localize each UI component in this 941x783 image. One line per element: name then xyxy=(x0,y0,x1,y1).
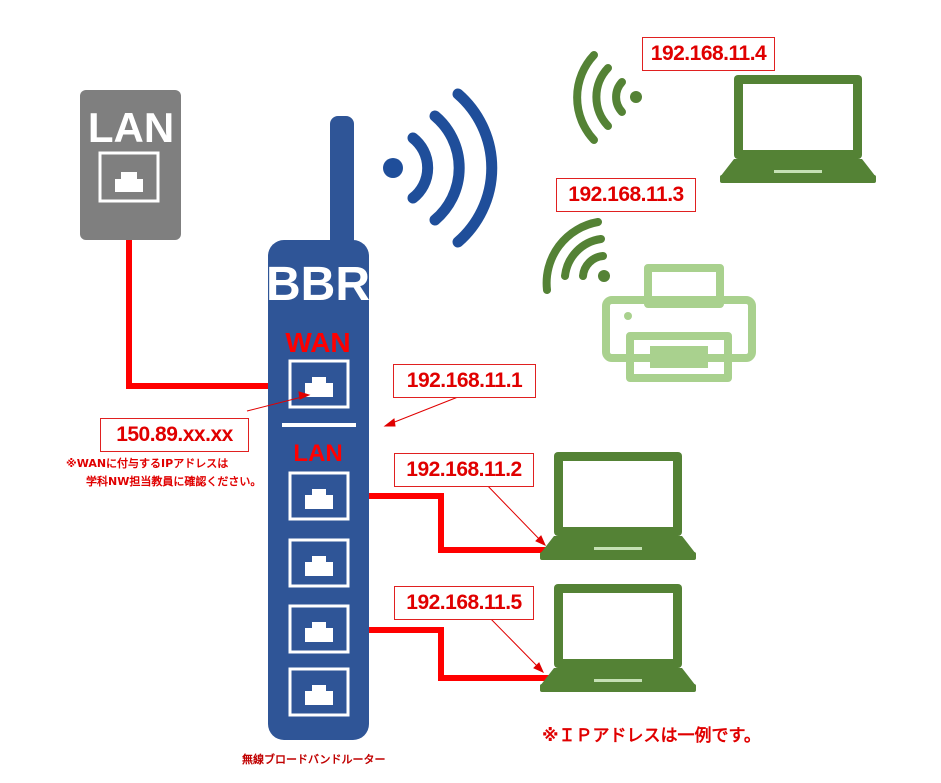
ip-label-printer: 192.168.11.3 xyxy=(556,178,696,212)
laptop-top-wifi-icon xyxy=(573,51,642,144)
ip-label-laptop-top: 192.168.11.4 xyxy=(642,37,775,71)
router-wifi-icon xyxy=(383,88,498,248)
printer xyxy=(602,264,756,382)
ip-label-wan: 150.89.xx.xx xyxy=(100,418,249,452)
ip-label-laptop-middle: 192.168.11.2 xyxy=(394,453,534,487)
ip-label-router: 192.168.11.1 xyxy=(393,364,536,398)
router-body: BBR WAN LAN xyxy=(266,116,370,740)
lan-cable-2 xyxy=(320,627,550,681)
router-name: BBR xyxy=(266,258,370,311)
wan-note-line1: ※WANに付与するIPアドレスは xyxy=(66,457,229,470)
outlet-label: LAN xyxy=(88,104,174,151)
printer-wifi-icon xyxy=(542,218,610,294)
wan-cable xyxy=(126,180,310,389)
ip-label-laptop-bottom: 192.168.11.5 xyxy=(394,586,534,620)
laptop-middle xyxy=(540,452,696,560)
example-note: ※ＩＰアドレスは一例です。 xyxy=(542,726,761,746)
laptop-top xyxy=(720,75,876,183)
lan-port-label: LAN xyxy=(293,440,342,467)
wan-port-label: WAN xyxy=(285,327,350,358)
router-caption: 無線ブロードバンドルーター xyxy=(242,753,386,766)
wan-note-line2: 学科NW担当教員に確認ください。 xyxy=(86,475,262,488)
wall-lan-outlet: LAN xyxy=(80,90,181,240)
lan-cable-1 xyxy=(320,493,550,553)
laptop-bottom xyxy=(540,584,696,692)
